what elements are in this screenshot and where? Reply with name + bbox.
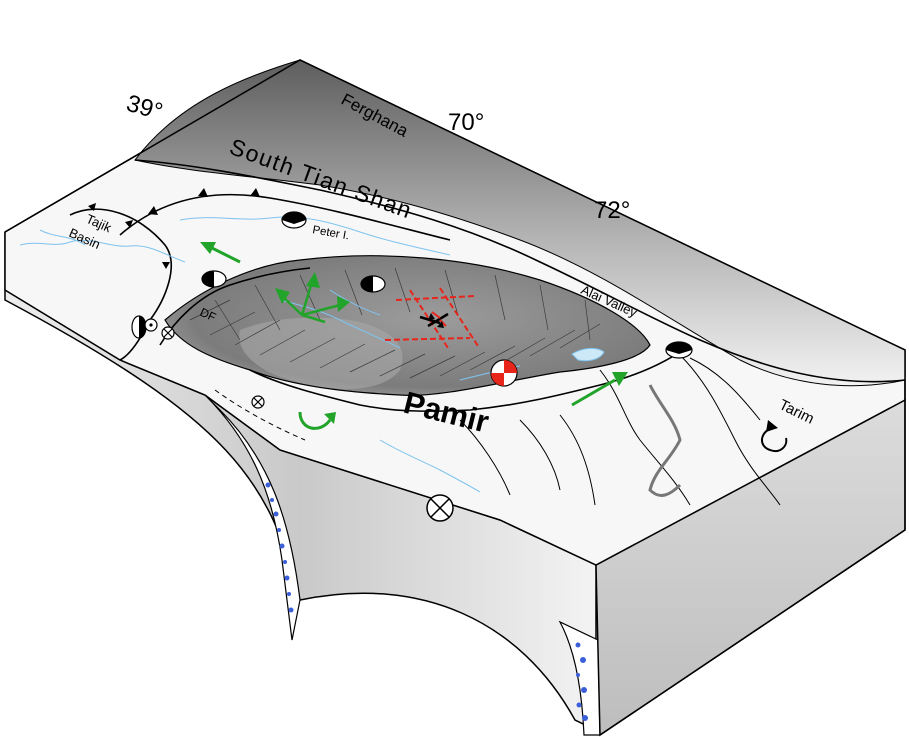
valley-ledge [648, 384, 682, 497]
focal-mechanism-basin [360, 275, 386, 293]
motion-away-icon-large [426, 494, 454, 522]
thrust-teeth-north [148, 188, 260, 215]
block-outline [4, 59, 906, 736]
focal-mechanism-red [490, 359, 518, 387]
front-face [4, 232, 597, 732]
red-strain-parallelogram [384, 287, 479, 349]
tarim-rotation-icon [761, 420, 788, 452]
tian-shan-ridge-front [134, 159, 906, 383]
focal-mechanism-peter-i [281, 211, 307, 229]
thrust-fault-north [119, 193, 451, 241]
motion-toward-icon [144, 318, 158, 332]
focal-mechanism-front [131, 315, 147, 339]
motion-away-icon-small [161, 326, 175, 340]
subducting-slab [204, 394, 301, 641]
karakul-fault [599, 369, 691, 506]
slab-lower [558, 620, 601, 736]
slab-markers-east [575, 642, 588, 721]
dashed-fault-west [214, 389, 306, 441]
green-rotation-arrow [298, 411, 336, 430]
green-arrow-tajik [200, 242, 241, 264]
focal-mechanism-alai [665, 341, 693, 359]
green-arrow-pamir [571, 372, 628, 407]
river-tajik [19, 229, 186, 263]
label-lat-39: 39° [123, 90, 165, 126]
main-pamir-thrust [249, 344, 691, 412]
river-basin [279, 289, 401, 349]
pamir-interior-lines [459, 414, 596, 506]
slab-markers-west [265, 482, 294, 613]
river-north [179, 216, 451, 256]
thrust-fault-tajik [69, 208, 173, 361]
tian-shan-range [134, 59, 906, 387]
focal-mechanism-west [201, 270, 227, 288]
thrust-teeth-tajik [88, 203, 170, 269]
green-strain-cross [275, 272, 350, 324]
motion-away-icon-west [251, 395, 265, 409]
lake-karakul [571, 347, 605, 362]
label-df: DF [198, 305, 218, 324]
label-lon-70: 70° [448, 109, 484, 136]
basin-fault-hatching [189, 267, 601, 379]
label-lon-72: 72° [594, 197, 630, 224]
darvaz-fault [159, 267, 311, 346]
basin-inner-lobe [239, 317, 403, 390]
east-margin-faults [679, 354, 781, 506]
